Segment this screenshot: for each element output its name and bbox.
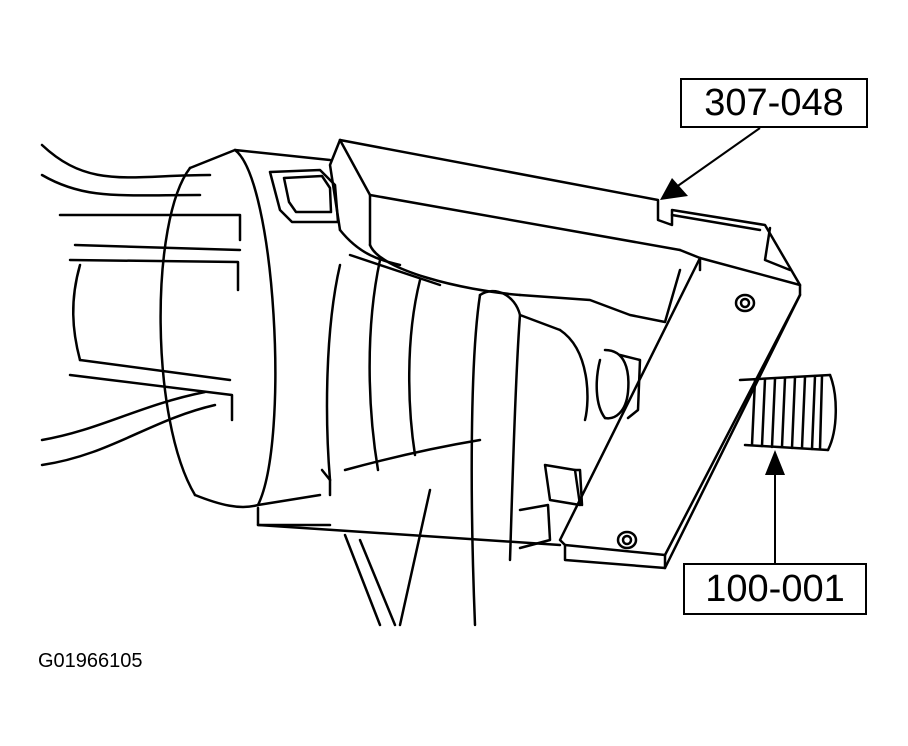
lower-block xyxy=(518,463,584,550)
bracket-arm xyxy=(256,289,589,627)
callout-label: 100-001 xyxy=(705,567,845,610)
bearing xyxy=(328,253,482,497)
collar-ring xyxy=(159,148,342,509)
leader-arrow-top xyxy=(660,127,761,200)
threaded-screw xyxy=(738,373,838,452)
shaft xyxy=(40,143,242,467)
puller-body xyxy=(328,138,802,324)
callout-label: 307-048 xyxy=(704,81,844,124)
tool-callout-100-001: 100-001 xyxy=(683,563,867,615)
leader-arrow-bottom xyxy=(765,450,785,563)
pin xyxy=(595,348,642,420)
end-plate xyxy=(558,256,802,570)
tool-callout-307-048: 307-048 xyxy=(680,78,868,128)
figure-id: G01966105 xyxy=(38,650,143,672)
